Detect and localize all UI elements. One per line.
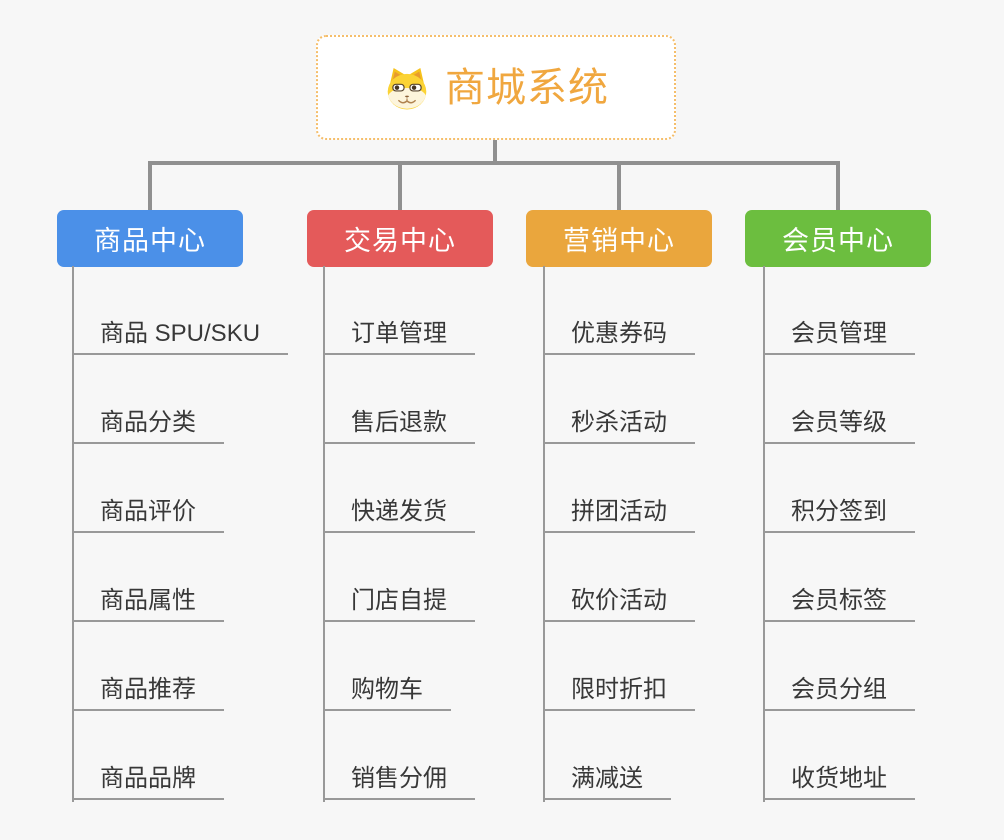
leaf-column-line bbox=[323, 266, 325, 802]
leaf-node-member-center-2[interactable]: 积分签到 bbox=[763, 491, 915, 533]
leaf-row: 会员管理 bbox=[763, 266, 1004, 355]
leaf-column-line bbox=[543, 266, 545, 802]
leaf-node-product-center-4[interactable]: 商品推荐 bbox=[72, 669, 224, 711]
leaf-node-member-center-0[interactable]: 会员管理 bbox=[763, 313, 915, 355]
leaf-column-product-center: 商品 SPU/SKU 商品分类商品评价商品属性商品推荐商品品牌 bbox=[72, 266, 352, 802]
leaf-node-member-center-4[interactable]: 会员分组 bbox=[763, 669, 915, 711]
leaf-row: 销售分佣 bbox=[323, 711, 603, 800]
leaf-column-marketing-center: 优惠券码秒杀活动拼团活动砍价活动限时折扣满减送 bbox=[543, 266, 823, 802]
branch-node-marketing-center[interactable]: 营销中心 bbox=[526, 210, 712, 267]
leaf-node-marketing-center-0[interactable]: 优惠券码 bbox=[543, 313, 695, 355]
leaf-node-marketing-center-3[interactable]: 砍价活动 bbox=[543, 580, 695, 622]
leaf-node-member-center-3[interactable]: 会员标签 bbox=[763, 580, 915, 622]
leaf-row: 订单管理 bbox=[323, 266, 603, 355]
branch-node-product-center[interactable]: 商品中心 bbox=[57, 210, 243, 267]
leaf-node-marketing-center-1[interactable]: 秒杀活动 bbox=[543, 402, 695, 444]
leaf-row: 商品推荐 bbox=[72, 622, 352, 711]
leaf-node-trade-center-5[interactable]: 销售分佣 bbox=[323, 758, 475, 800]
leaf-node-member-center-5[interactable]: 收货地址 bbox=[763, 758, 915, 800]
leaf-row: 快递发货 bbox=[323, 444, 603, 533]
leaf-node-marketing-center-5[interactable]: 满减送 bbox=[543, 758, 671, 800]
leaf-column-trade-center: 订单管理售后退款快递发货门店自提购物车销售分佣 bbox=[323, 266, 603, 802]
leaf-node-product-center-0[interactable]: 商品 SPU/SKU bbox=[72, 313, 289, 355]
leaf-row: 秒杀活动 bbox=[543, 355, 823, 444]
leaf-row: 商品 SPU/SKU bbox=[72, 266, 352, 355]
leaf-node-marketing-center-2[interactable]: 拼团活动 bbox=[543, 491, 695, 533]
leaf-node-product-center-5[interactable]: 商品品牌 bbox=[72, 758, 224, 800]
leaf-node-member-center-1[interactable]: 会员等级 bbox=[763, 402, 915, 444]
leaf-row: 商品属性 bbox=[72, 533, 352, 622]
branch-node-member-center[interactable]: 会员中心 bbox=[745, 210, 931, 267]
leaf-row: 会员分组 bbox=[763, 622, 1004, 711]
leaf-row: 优惠券码 bbox=[543, 266, 823, 355]
shiba-dog-icon bbox=[383, 65, 431, 111]
leaf-row: 拼团活动 bbox=[543, 444, 823, 533]
root-node[interactable]: 商城系统 bbox=[316, 35, 676, 140]
leaf-row: 积分签到 bbox=[763, 444, 1004, 533]
leaf-row: 商品分类 bbox=[72, 355, 352, 444]
leaf-row: 满减送 bbox=[543, 711, 823, 800]
leaf-node-product-center-3[interactable]: 商品属性 bbox=[72, 580, 224, 622]
root-node-label: 商城系统 bbox=[445, 65, 609, 110]
leaf-row: 会员标签 bbox=[763, 533, 1004, 622]
leaf-row: 商品品牌 bbox=[72, 711, 352, 800]
leaf-row: 门店自提 bbox=[323, 533, 603, 622]
leaf-row: 商品评价 bbox=[72, 444, 352, 533]
leaf-node-trade-center-0[interactable]: 订单管理 bbox=[323, 313, 475, 355]
leaf-row: 售后退款 bbox=[323, 355, 603, 444]
leaf-row: 砍价活动 bbox=[543, 533, 823, 622]
branch-node-trade-center[interactable]: 交易中心 bbox=[307, 210, 493, 267]
leaf-column-line bbox=[72, 266, 74, 802]
leaf-node-marketing-center-4[interactable]: 限时折扣 bbox=[543, 669, 695, 711]
leaf-node-trade-center-4[interactable]: 购物车 bbox=[323, 669, 451, 711]
leaf-node-trade-center-2[interactable]: 快递发货 bbox=[323, 491, 475, 533]
leaf-row: 会员等级 bbox=[763, 355, 1004, 444]
leaf-node-trade-center-3[interactable]: 门店自提 bbox=[323, 580, 475, 622]
leaf-node-trade-center-1[interactable]: 售后退款 bbox=[323, 402, 475, 444]
leaf-row: 收货地址 bbox=[763, 711, 1004, 800]
leaf-row: 限时折扣 bbox=[543, 622, 823, 711]
leaf-column-member-center: 会员管理会员等级积分签到会员标签会员分组收货地址 bbox=[763, 266, 1004, 802]
leaf-column-line bbox=[763, 266, 765, 802]
leaf-row: 购物车 bbox=[323, 622, 603, 711]
leaf-node-product-center-2[interactable]: 商品评价 bbox=[72, 491, 224, 533]
leaf-node-product-center-1[interactable]: 商品分类 bbox=[72, 402, 224, 444]
